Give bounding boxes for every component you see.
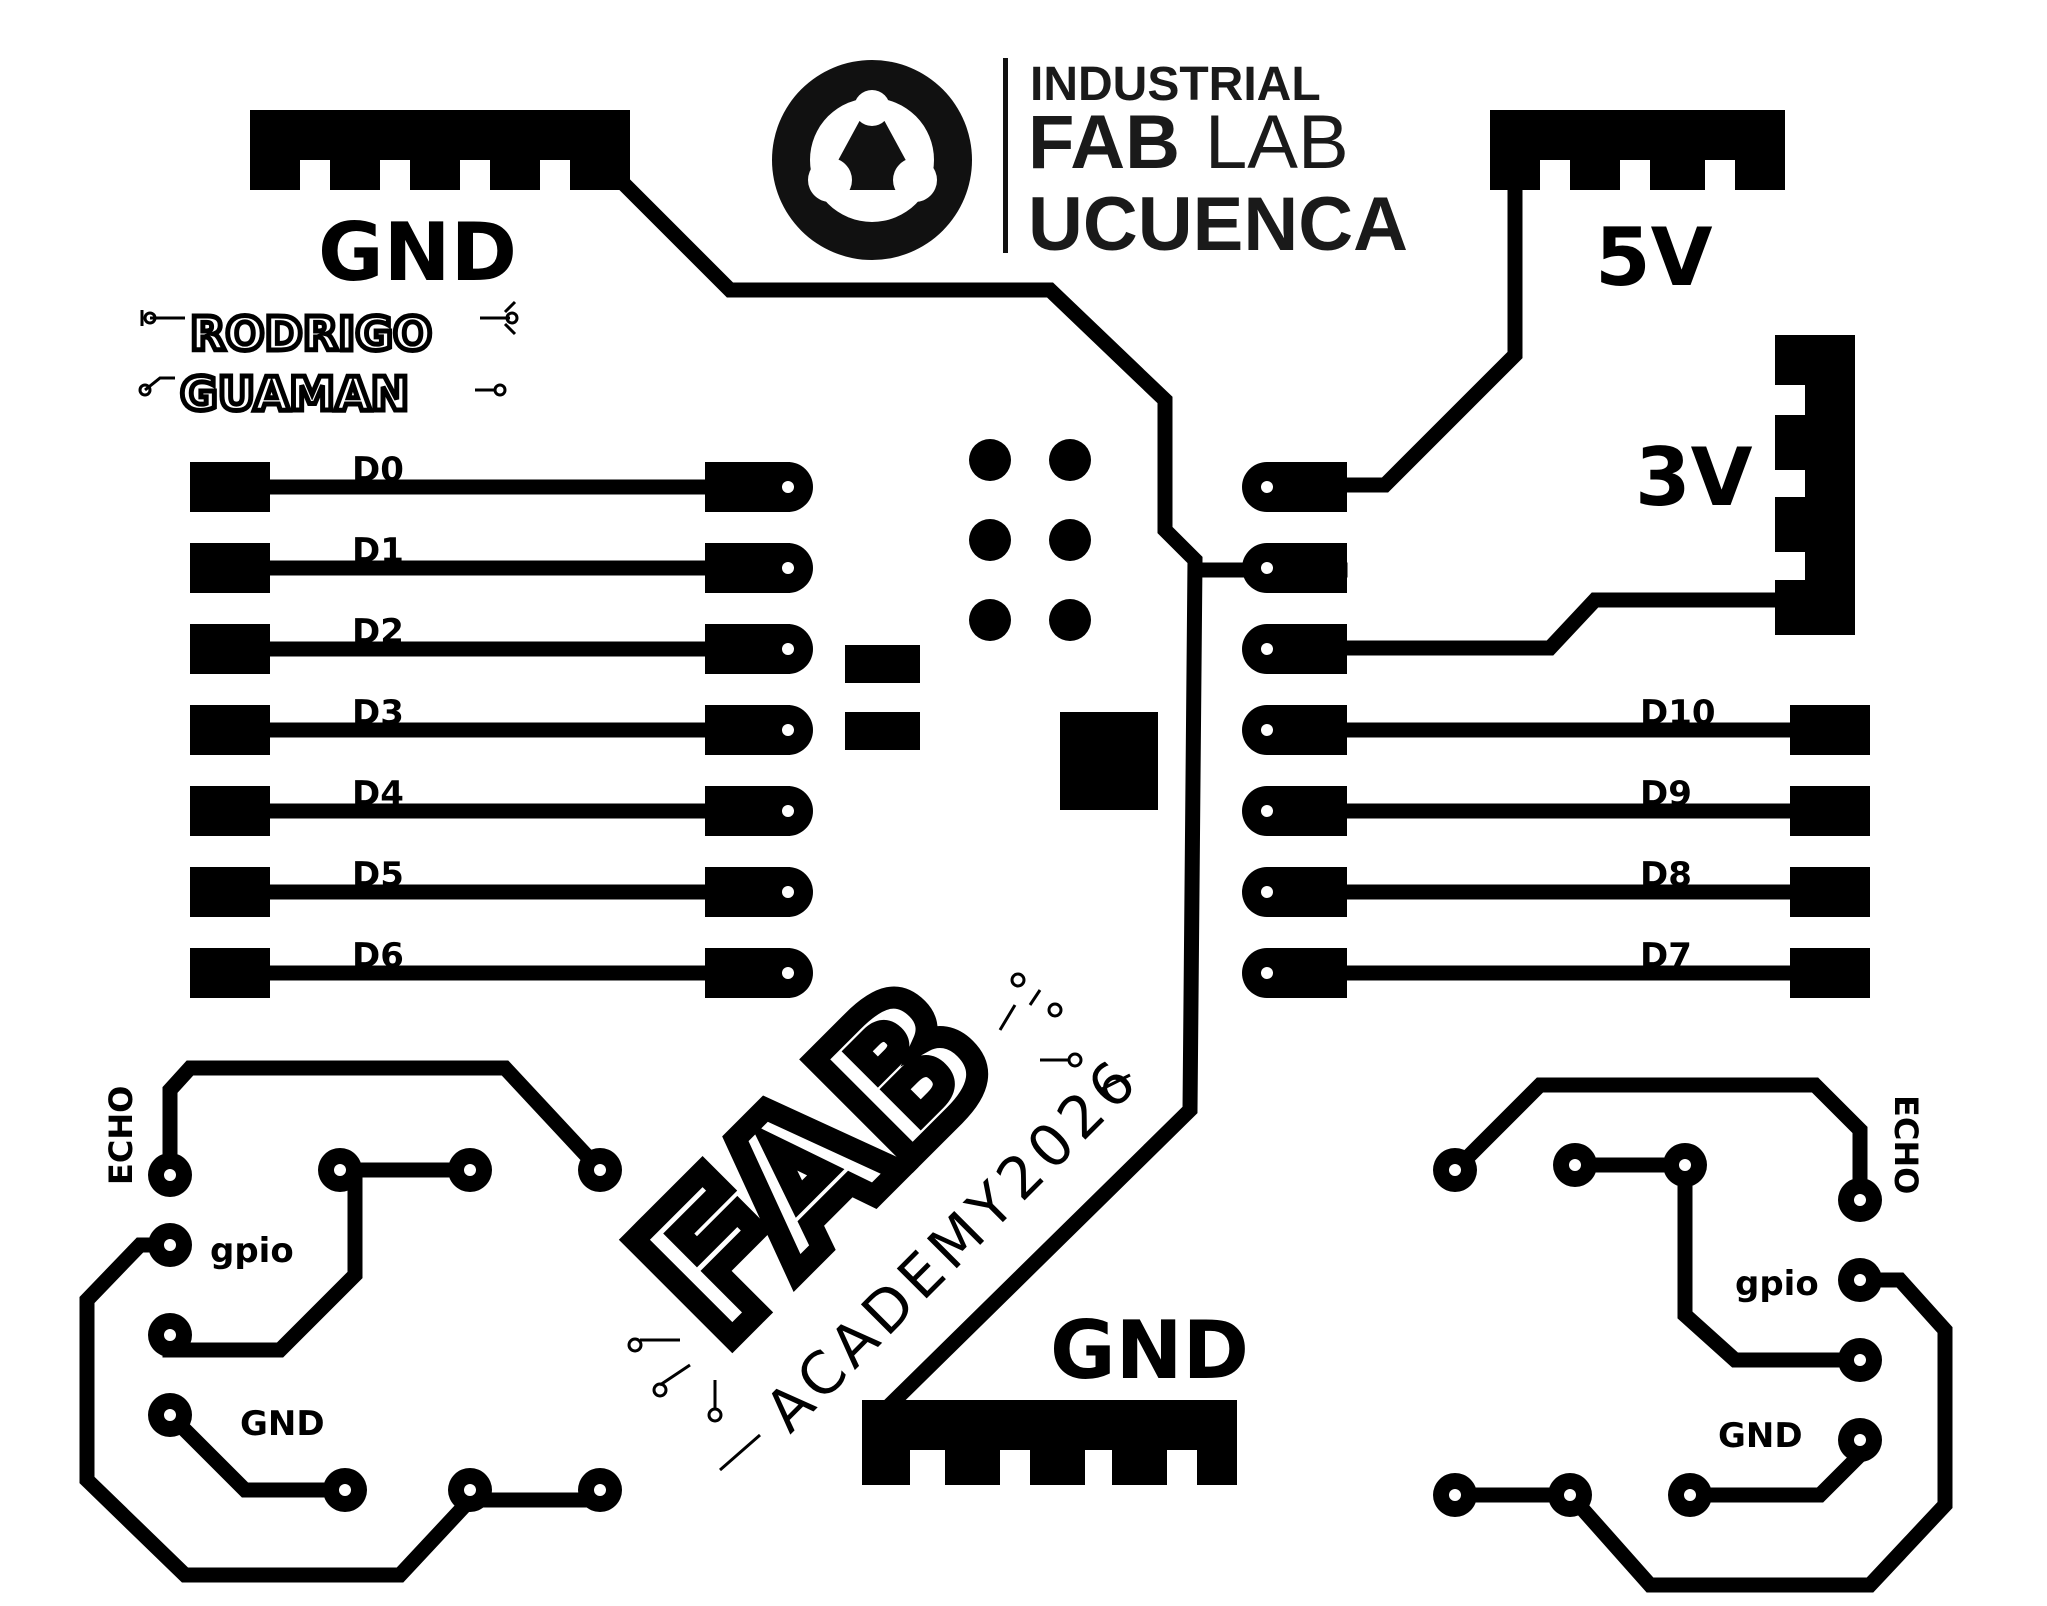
right-power-row (1242, 462, 1347, 512)
header-pad (1267, 543, 1347, 593)
drill-hole (782, 643, 794, 655)
pin-pad (1790, 867, 1870, 917)
left-pin-row: D6 (190, 936, 813, 998)
logo-fab: FAB (1028, 100, 1180, 185)
author-first-name: RODRIGO (190, 307, 432, 361)
pin-label-left: D5 (352, 855, 404, 895)
5v-label: 5V (1595, 211, 1713, 304)
header-pad (1267, 867, 1347, 917)
pin-pad (1790, 705, 1870, 755)
gnd-top-label: GND (318, 206, 517, 299)
pin-pad (190, 624, 270, 674)
author-last-name: GUAMAN (180, 367, 409, 421)
header-pad (1267, 786, 1347, 836)
pin-pad (1790, 948, 1870, 998)
drill-hole (1261, 643, 1273, 655)
drill-hole (782, 481, 794, 493)
logo-ucuenca: UCUENCA (1028, 182, 1408, 267)
right-pin-row: D10 (1242, 693, 1870, 755)
5v-header (1490, 110, 1785, 190)
pin-label-right: D10 (1640, 693, 1716, 733)
left-pin-row: D4 (190, 774, 813, 836)
right-pin-row: D8 (1242, 855, 1870, 917)
pin-label-left: D0 (352, 450, 404, 490)
sensor-left-gnd-label: GND (240, 1404, 325, 1444)
pin-label-right: D9 (1640, 774, 1692, 814)
sensor-left-gpio-label: gpio (210, 1231, 294, 1271)
drill-hole (782, 886, 794, 898)
pin-label-left: D4 (352, 774, 404, 814)
drill-hole (1261, 724, 1273, 736)
logo-industrial: INDUSTRIAL (1030, 58, 1321, 111)
sensor-right-gnd-label: GND (1718, 1416, 1803, 1456)
sensor-left-echo-label: ECHO (102, 1086, 140, 1185)
right-pin-row: D7 (1242, 936, 1870, 998)
gnd-bottom-label: GND (1050, 1304, 1249, 1397)
sensor-right-echo-label: ECHO (1887, 1095, 1925, 1194)
right-pin-row: D9 (1242, 774, 1870, 836)
header-pad (1267, 624, 1347, 674)
left-pin-row: D1 (190, 531, 813, 593)
left-pin-row: D0 (190, 450, 813, 512)
pin-pad (1790, 786, 1870, 836)
drill-hole (782, 967, 794, 979)
fab-text: FAB (596, 943, 1035, 1382)
3v-label: 3V (1635, 431, 1753, 524)
drill-hole (1261, 805, 1273, 817)
left-pin-row: D2 (190, 612, 813, 674)
pin-label-right: D8 (1640, 855, 1692, 895)
sensor-right-pads (1433, 1143, 1882, 1517)
header-pad (1267, 462, 1347, 512)
pin-pad (190, 786, 270, 836)
pin-pad (190, 948, 270, 998)
3v-header (1775, 335, 1855, 635)
pin-label-left: D3 (352, 693, 404, 733)
sensor-left-pads (148, 1148, 622, 1512)
pin-label-left: D1 (352, 531, 404, 571)
pin-pad (190, 705, 270, 755)
gnd-header-top (250, 110, 630, 190)
fablab-logo: INDUSTRIAL FAB LAB UCUENCA (772, 58, 1408, 267)
drill-hole (782, 805, 794, 817)
logo-lab: LAB (1205, 100, 1349, 185)
pin-label-right: D7 (1640, 936, 1692, 976)
gnd-header-bottom (862, 1400, 1237, 1485)
pin-pad (190, 543, 270, 593)
left-pin-row: D5 (190, 855, 813, 917)
sensor-right-gpio-label: gpio (1735, 1264, 1819, 1304)
left-pin-row: D3 (190, 693, 813, 755)
center-components (845, 439, 1158, 810)
right-power-row (1242, 543, 1347, 593)
drill-hole (1261, 967, 1273, 979)
drill-hole (782, 562, 794, 574)
right-power-row (1242, 624, 1347, 674)
pin-label-left: D2 (352, 612, 404, 652)
pin-label-left: D6 (352, 936, 404, 976)
pin-pad (190, 462, 270, 512)
drill-hole (1261, 886, 1273, 898)
drill-hole (1261, 562, 1273, 574)
drill-hole (1261, 481, 1273, 493)
pin-pad (190, 867, 270, 917)
header-pad (1267, 705, 1347, 755)
drill-hole (782, 724, 794, 736)
header-pad (1267, 948, 1347, 998)
author-signature: RODRIGO GUAMAN (138, 300, 519, 424)
